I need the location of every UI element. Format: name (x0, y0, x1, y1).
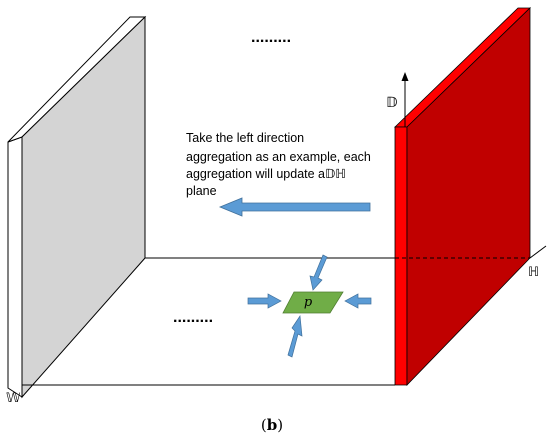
d-axis-label: 𝔻 (386, 94, 397, 110)
ellipsis-top: ......... (251, 29, 291, 46)
left-plane-edge (7, 136, 23, 398)
h-axis-label: ℍ (528, 264, 539, 279)
annotation-line-1: Take the left direction (186, 131, 304, 145)
annotation-line-2: aggregation as an example, each (186, 150, 371, 164)
red-plane-side-edge (394, 126, 408, 386)
arrow-from-bottom (287, 314, 303, 358)
annotation-line-4: plane (186, 184, 217, 198)
pixel-p-label: p (304, 295, 313, 310)
arrow-from-top (309, 254, 328, 291)
w-axis-label: 𝕎 (6, 390, 21, 405)
left-direction-arrow (218, 197, 371, 217)
ellipsis-bottom: ......... (173, 309, 213, 326)
d-axis-arrowhead (401, 72, 409, 81)
arrow-from-left (247, 293, 282, 309)
h-axis-extension (529, 245, 547, 259)
pixel-p (282, 291, 344, 314)
annotation-line-3: aggregation will update a𝔻ℍ (186, 167, 346, 181)
figure-caption: (b) (261, 416, 283, 434)
arrow-from-right (344, 293, 372, 309)
